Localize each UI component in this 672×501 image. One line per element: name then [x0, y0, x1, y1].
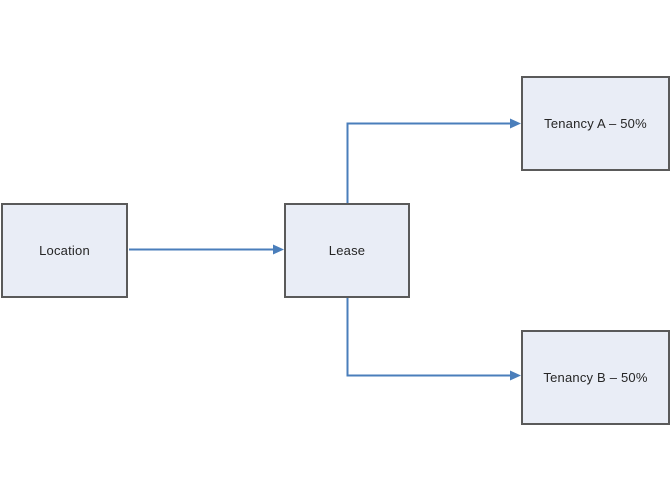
node-tenancy-a: Tenancy A – 50%: [521, 76, 670, 171]
arrowhead-location-to-lease: [273, 244, 284, 255]
arrowhead-lease-to-tenancy-a: [510, 118, 521, 129]
node-lease: Lease: [284, 203, 410, 298]
node-tenancy-b-label: Tenancy B – 50%: [543, 370, 648, 385]
arrowhead-lease-to-tenancy-b: [510, 370, 521, 381]
node-location-label: Location: [39, 243, 90, 258]
node-tenancy-b: Tenancy B – 50%: [521, 330, 670, 425]
connector-lease-to-tenancy-a: [346, 122, 511, 203]
node-location: Location: [1, 203, 128, 298]
node-tenancy-a-label: Tenancy A – 50%: [544, 116, 647, 131]
node-lease-label: Lease: [328, 243, 366, 258]
connector-lease-to-tenancy-b: [346, 298, 511, 377]
